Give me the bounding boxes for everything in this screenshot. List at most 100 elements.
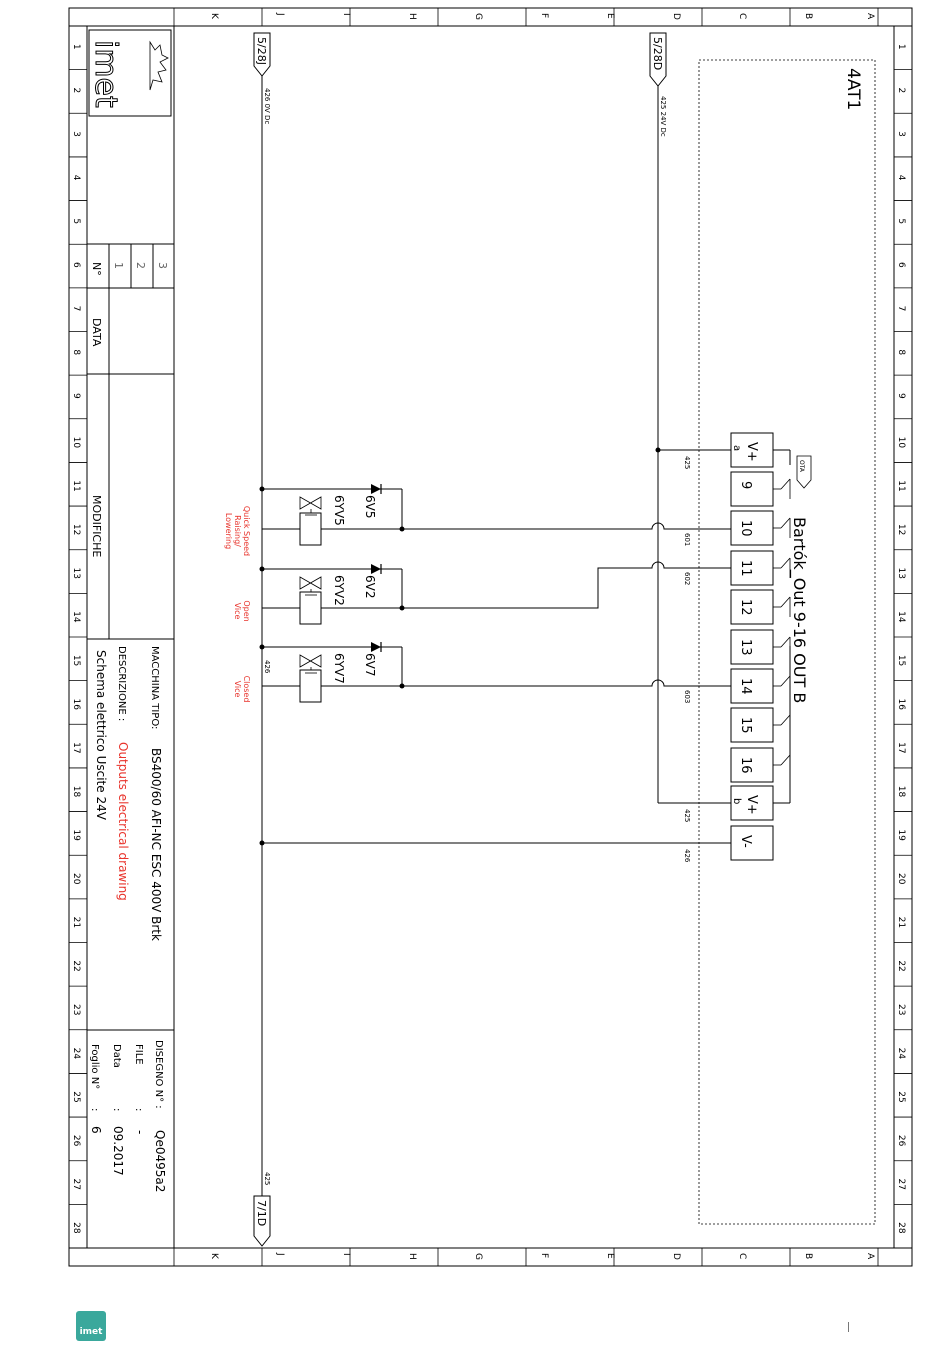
valve-description: Lowering bbox=[224, 513, 233, 549]
terminal-t-vm: V- bbox=[730, 825, 774, 861]
diode-label: 6V2 bbox=[363, 575, 377, 598]
row-label-right: 16 bbox=[896, 698, 906, 710]
wire-number-425-low: 425 bbox=[683, 809, 691, 822]
row-label-right: 2 bbox=[896, 87, 906, 93]
offpage-ref-top-d: 5/28D bbox=[649, 32, 667, 87]
description-label: DESCRIZIONE : bbox=[116, 646, 127, 721]
row-label-left: 26 bbox=[71, 1135, 81, 1147]
row-label-left: 25 bbox=[71, 1091, 81, 1102]
col-label-top: C bbox=[737, 13, 747, 19]
diode-symbol bbox=[371, 642, 381, 652]
rev-number-2: 2 bbox=[134, 262, 147, 269]
col-label-top: F bbox=[539, 13, 549, 18]
row-label-right: 26 bbox=[896, 1135, 906, 1147]
file-value: - bbox=[133, 1130, 147, 1134]
drawing-label: DISEGNO N° : bbox=[153, 1040, 164, 1109]
valve-label: 6YV2 bbox=[332, 575, 346, 606]
row-label-right: 25 bbox=[896, 1091, 906, 1102]
row-label-left: 13 bbox=[71, 568, 81, 579]
valve-symbol bbox=[299, 576, 322, 590]
row-label-left: 6 bbox=[71, 262, 81, 268]
col-label-top: B bbox=[803, 13, 813, 19]
row-label-right: 19 bbox=[896, 829, 906, 841]
offpage-ref-top-j: 5/28J bbox=[253, 32, 271, 77]
col-label-bottom: K bbox=[209, 1253, 219, 1260]
file-label: FILE bbox=[133, 1044, 144, 1065]
solenoid-coil bbox=[299, 512, 322, 546]
diode-label: 6V7 bbox=[363, 653, 377, 676]
row-label-right: 22 bbox=[896, 960, 906, 971]
valve-description: Quick Speed bbox=[242, 506, 251, 556]
terminal-t-vb: V+b bbox=[730, 785, 774, 821]
terminal-label: 11 bbox=[738, 560, 753, 577]
file-sep: : bbox=[133, 1108, 144, 1111]
row-label-right: 8 bbox=[896, 349, 906, 355]
row-label-left: 7 bbox=[71, 306, 81, 312]
row-label-left: 24 bbox=[71, 1048, 81, 1060]
row-ticks bbox=[69, 69, 912, 1205]
row-label-left: 1 bbox=[71, 44, 81, 50]
wire-number-603: 603 bbox=[683, 690, 691, 703]
row-label-right: 9 bbox=[896, 393, 906, 399]
title-block bbox=[87, 26, 175, 1248]
row-label-right: 1 bbox=[896, 44, 906, 50]
terminal-label: V+ bbox=[744, 442, 759, 462]
svg-text:7/1D: 7/1D bbox=[255, 1200, 268, 1226]
wire-number-426: 426 bbox=[683, 849, 691, 863]
row-label-left: 11 bbox=[71, 480, 81, 491]
row-label-left: 9 bbox=[71, 393, 81, 399]
col-label-top: A bbox=[865, 13, 875, 20]
row-label-right: 20 bbox=[896, 873, 906, 885]
footer-page-mark bbox=[848, 1322, 849, 1332]
row-label-right: 7 bbox=[896, 306, 906, 312]
terminal-t-10: 10 bbox=[730, 510, 774, 546]
wire-number-425-top: 425 bbox=[683, 456, 691, 469]
row-label-left: 16 bbox=[71, 698, 81, 710]
row-label-left: 20 bbox=[71, 873, 81, 885]
terminal-t-9: 9 bbox=[730, 471, 774, 507]
row-label-right: 21 bbox=[896, 917, 906, 928]
row-label-right: 14 bbox=[896, 611, 906, 623]
row-label-right: 6 bbox=[896, 262, 906, 268]
valve-symbol bbox=[299, 496, 322, 510]
description-en: Outputs electrical drawing bbox=[116, 742, 130, 901]
module-title: Bartók_Out 9-16 OUT B bbox=[789, 517, 809, 703]
row-label-left: 12 bbox=[71, 524, 81, 535]
row-label-right: 10 bbox=[896, 437, 906, 449]
col-label-top: E bbox=[605, 13, 615, 19]
solenoid-coil bbox=[299, 591, 322, 625]
wire-label-426-0v: 426 0V Dc bbox=[263, 88, 271, 124]
row-label-right: 4 bbox=[896, 175, 906, 181]
col-label-bottom: J bbox=[275, 1252, 285, 1256]
column-ticks bbox=[173, 8, 879, 1266]
date-label: Data bbox=[111, 1044, 122, 1068]
description-it: Schema elettrico Uscite 24V bbox=[94, 650, 108, 821]
row-label-right: 27 bbox=[896, 1179, 906, 1190]
row-label-left: 4 bbox=[71, 175, 81, 181]
terminal-t-12: 12 bbox=[730, 589, 774, 625]
row-label-right: 18 bbox=[896, 786, 906, 798]
col-label-bottom: C bbox=[737, 1253, 747, 1259]
row-label-left: 14 bbox=[71, 611, 81, 623]
row-label-right: 12 bbox=[896, 524, 906, 535]
row-label-right: 3 bbox=[896, 131, 906, 137]
terminal-t-15: 15 bbox=[730, 707, 774, 743]
row-label-right: 23 bbox=[896, 1004, 906, 1015]
terminal-t-va: V+a bbox=[730, 432, 774, 468]
row-label-left: 23 bbox=[71, 1004, 81, 1015]
svg-text:5/28J: 5/28J bbox=[255, 37, 268, 65]
row-label-right: 5 bbox=[896, 218, 906, 224]
logo-text: imet bbox=[88, 40, 123, 108]
wire-number-602: 602 bbox=[683, 572, 691, 585]
terminal-label: V- bbox=[738, 835, 753, 848]
terminal-t-14: 14 bbox=[730, 668, 774, 704]
drawing-frame bbox=[68, 7, 913, 1267]
valve-symbol bbox=[299, 654, 322, 668]
row-label-right: 11 bbox=[896, 480, 906, 491]
